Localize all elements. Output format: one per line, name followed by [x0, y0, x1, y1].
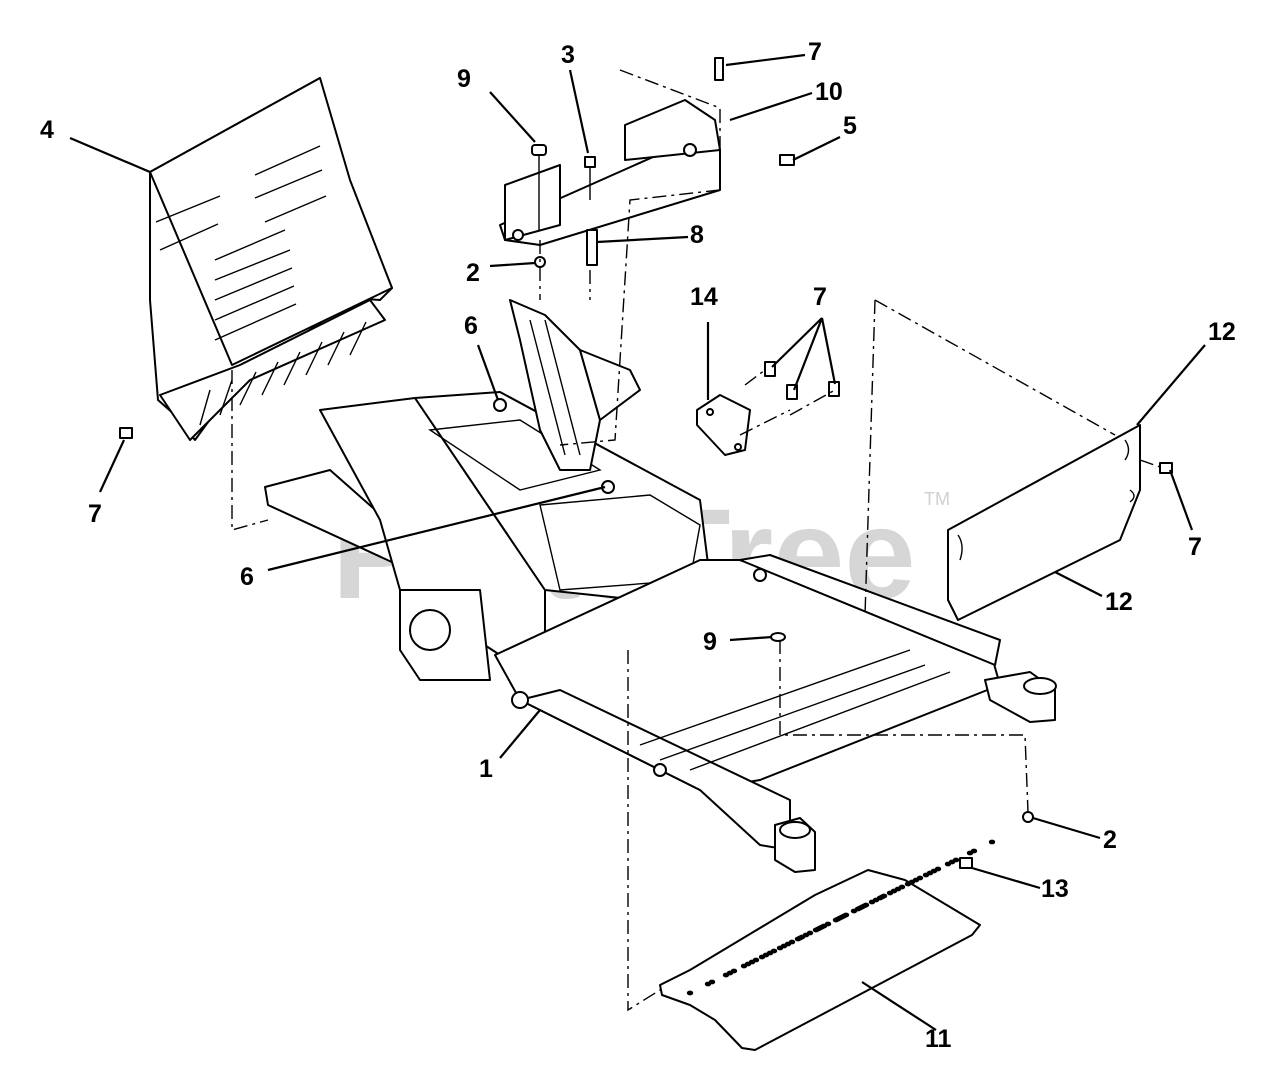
callout-10: 10 [815, 78, 843, 106]
floor-plate-hole [704, 981, 712, 987]
callout-8: 8 [690, 221, 704, 249]
callout-6-bottom: 6 [240, 563, 254, 591]
callout-6-top: 6 [464, 312, 478, 340]
floor-plate-hole [886, 890, 894, 896]
callout-12-bottom: 12 [1105, 588, 1133, 616]
part-11-floor-plate[interactable] [659, 839, 996, 1051]
part-10-bracket[interactable] [499, 99, 721, 246]
callout-3: 3 [561, 41, 575, 69]
callout-7-right: 7 [1188, 533, 1202, 561]
callout-14: 14 [690, 283, 718, 311]
part-12-side-panel[interactable] [947, 424, 1141, 621]
callout-7-middle: 7 [813, 283, 827, 311]
callout-5: 5 [843, 112, 857, 140]
leader-lines [69, 53, 1206, 1031]
callout-labels: 4 7 9 3 7 10 5 8 2 6 6 14 7 12 7 12 9 1 … [40, 38, 1236, 1053]
floor-plate-hole [740, 963, 748, 969]
callout-1: 1 [479, 755, 493, 783]
floor-plate-hole [944, 861, 952, 867]
fasteners [119, 57, 1173, 869]
floor-plate-hole [856, 905, 864, 911]
assembly-lines [231, 69, 1161, 1012]
floor-plate-hole [988, 839, 996, 845]
floor-plate-hole [758, 954, 766, 960]
callout-9-bottom: 9 [703, 628, 717, 656]
floor-plate-hole [850, 908, 858, 914]
floor-plate-hole [686, 990, 694, 996]
callout-9-top: 9 [457, 65, 471, 93]
callout-2-bottom: 2 [1103, 826, 1117, 854]
floor-plate-hole [834, 916, 842, 922]
callout-12-top: 12 [1208, 318, 1236, 346]
callout-11: 11 [925, 1025, 952, 1053]
callout-13: 13 [1041, 875, 1069, 903]
floor-plate-hole [722, 972, 730, 978]
part-1-main-frame[interactable] [264, 391, 1057, 873]
floor-plate-hole [812, 927, 820, 933]
floor-plate-hole [776, 945, 784, 951]
floor-plate-hole [966, 850, 974, 856]
callout-7-top: 7 [808, 38, 822, 66]
callout-2-top: 2 [466, 259, 480, 287]
callout-7-left: 7 [88, 500, 102, 528]
floor-plate-hole [868, 899, 876, 905]
steering-support[interactable] [509, 299, 641, 471]
floor-plate-holes [686, 839, 996, 996]
floor-plate-hole [922, 872, 930, 878]
floor-plate-hole [904, 881, 912, 887]
callout-4: 4 [40, 116, 54, 144]
part-4-rear-panel[interactable] [149, 77, 393, 441]
part-14-plate[interactable] [696, 394, 751, 456]
floor-plate-hole [878, 894, 886, 900]
floor-plate-hole [794, 936, 802, 942]
watermark-trademark: TM [924, 489, 950, 509]
